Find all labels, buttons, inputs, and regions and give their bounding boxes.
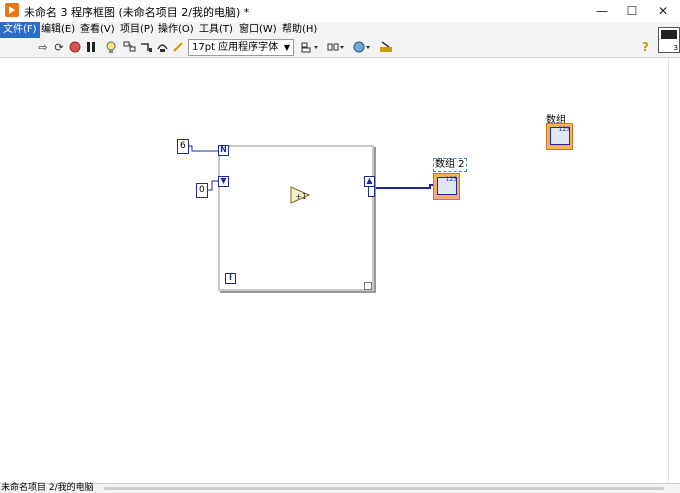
window-title: 未命名 3 程序框图 (未命名项目 2/我的电脑) * [24, 6, 250, 19]
vi-icon-number: 3 [673, 44, 678, 52]
step-into-icon[interactable] [139, 40, 153, 54]
array-2-indicator-body [437, 177, 457, 195]
for-loop-structure[interactable] [218, 145, 374, 291]
chevron-down-icon: ▼ [283, 43, 290, 52]
abort-icon[interactable] [68, 40, 82, 54]
close-button[interactable]: ✕ [657, 4, 669, 18]
highlight-execution-icon[interactable] [104, 40, 118, 54]
array-2-indicator-value: 123 [445, 176, 457, 183]
vi-icon-screen [661, 30, 677, 39]
menu-project[interactable]: 项目(P) [120, 24, 154, 35]
retain-wire-values-icon[interactable] [122, 40, 136, 54]
cleanup-icon[interactable] [378, 40, 394, 54]
pause-icon[interactable] [84, 40, 98, 54]
status-bar: 未命名项目 2/我的电脑 [0, 483, 680, 493]
status-text: 未命名项目 2/我的电脑 [1, 483, 94, 493]
constant-initial[interactable]: 0 [196, 183, 208, 198]
step-out-icon[interactable] [171, 40, 185, 54]
run-continuous-icon[interactable]: ⟳ [54, 40, 64, 54]
distribute-icon[interactable] [326, 40, 346, 54]
vi-icon[interactable]: 3 [658, 27, 680, 53]
menu-edit[interactable]: 编辑(E) [41, 24, 76, 35]
font-select[interactable]: 17pt 应用程序字体 ▼ [188, 39, 294, 56]
increment-node-label: +1 [295, 192, 307, 201]
run-arrow-icon[interactable]: ⇨ [38, 40, 48, 54]
menu-bar: 文件(F) 编辑(E) 查看(V) 项目(P) 操作(O) 工具(T) 窗口(W… [0, 22, 680, 38]
reorder-icon[interactable] [352, 40, 372, 54]
menu-file[interactable]: 文件(F) [0, 22, 40, 38]
step-over-icon[interactable] [155, 40, 169, 54]
constant-n[interactable]: 6 [177, 139, 189, 154]
loop-count-terminal[interactable]: N [218, 145, 229, 156]
align-icon[interactable] [300, 40, 320, 54]
toolbar: ⇨ ⟳ 17pt 应用程序字体 ▼ ? [0, 38, 680, 58]
menu-help[interactable]: 帮助(H) [282, 24, 318, 35]
array-indicator-body [550, 127, 570, 145]
auto-index-tunnel[interactable] [368, 186, 375, 197]
maximize-button[interactable]: ☐ [626, 4, 638, 18]
vertical-scrollbar[interactable] [668, 58, 680, 483]
menu-window[interactable]: 窗口(W) [239, 24, 277, 35]
font-select-label: 17pt 应用程序字体 [192, 42, 279, 53]
menu-operate[interactable]: 操作(O) [158, 24, 194, 35]
help-icon[interactable]: ? [642, 40, 649, 54]
array-indicator[interactable]: 123 [546, 123, 573, 150]
shift-register-left[interactable]: ▼ [218, 176, 229, 187]
array-2-indicator[interactable]: 123 [433, 173, 460, 200]
loop-iteration-terminal[interactable]: i [225, 273, 236, 284]
array-label: 数组 [546, 115, 566, 126]
labview-app-icon [5, 3, 19, 17]
horizontal-scrollbar[interactable] [104, 487, 664, 490]
array-2-label[interactable]: 数组 2 [433, 158, 467, 172]
loop-resize-handle[interactable] [364, 282, 372, 290]
increment-node[interactable]: +1 [290, 186, 310, 204]
minimize-button[interactable]: — [596, 4, 608, 18]
menu-view[interactable]: 查看(V) [80, 24, 115, 35]
title-bar: 未命名 3 程序框图 (未命名项目 2/我的电脑) * — ☐ ✕ [0, 0, 680, 22]
array-indicator-value: 123 [558, 126, 570, 133]
menu-tools[interactable]: 工具(T) [199, 24, 233, 35]
